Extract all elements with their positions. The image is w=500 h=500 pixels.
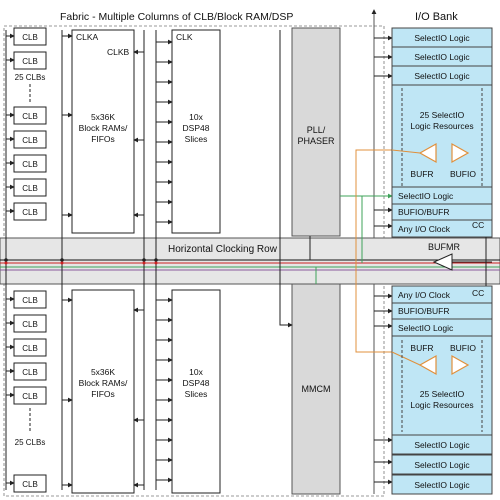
clb-label: CLB: [22, 368, 38, 377]
clb-count-label: 25 CLBs: [15, 438, 46, 447]
dsp-line-2: DSP48: [183, 123, 210, 133]
block-ram-top: [71, 29, 135, 234]
dsp-top: [171, 29, 221, 234]
clka-label: CLKA: [76, 32, 99, 42]
resources-line-1: 25 SelectIO: [420, 110, 465, 120]
selectio-logic-label: SelectIO Logic: [414, 33, 470, 43]
clkb-label: CLKB: [107, 47, 130, 57]
selectio-logic-cell: [391, 65, 493, 86]
clb-label: CLB: [22, 392, 38, 401]
dsp-bottom: [171, 289, 221, 494]
dsp-line-3: Slices: [185, 389, 208, 399]
bufio-buffer-icon: [451, 354, 470, 376]
bufr-buffer-icon: [418, 142, 437, 164]
mmcm-block: [291, 283, 341, 495]
clock-row-junctions: [4, 258, 158, 265]
selectio-logic-cell: [391, 474, 493, 495]
io-bank-title: I/O Bank: [415, 11, 458, 23]
selectio-logic-label: SelectIO Logic: [414, 52, 470, 62]
bufr-orange-route: [355, 149, 392, 353]
horizontal-clocking-row: [0, 237, 500, 285]
pll-line-1: PLL/: [307, 125, 326, 135]
clb-label: CLB: [22, 57, 38, 66]
clb-column-top: CLB CLB 25 CLBs CLB CLB CLB CLB CLB: [13, 27, 47, 221]
any-io-clock-cell: [391, 219, 493, 238]
clb-label: CLB: [22, 184, 38, 193]
dsp-line-2: DSP48: [183, 378, 210, 388]
io-bank-taps: [374, 35, 393, 485]
bufr-input: [391, 351, 421, 366]
bufio-bufr-label: BUFIO/BUFR: [398, 306, 449, 316]
dsp-line-1: 10x: [189, 112, 203, 122]
selectio-logic-label: SelectIO Logic: [398, 191, 454, 201]
selectio-logic-label: SelectIO Logic: [398, 323, 454, 333]
bram-clock-taps: [62, 33, 144, 488]
resources-line-2: Logic Resources: [410, 400, 473, 410]
any-io-clock-label: Any I/O Clock: [398, 290, 451, 300]
clb-label: CLB: [22, 112, 38, 121]
clb-label: CLB: [22, 208, 38, 217]
dsp-line-1: 10x: [189, 367, 203, 377]
selectio-logic-cell: [391, 434, 493, 455]
mmcm-label: MMCM: [302, 384, 331, 394]
pll-phaser-block: [291, 27, 341, 237]
bram-line-1: 5x36K: [91, 112, 115, 122]
selectio-logic-label: SelectIO Logic: [414, 460, 470, 470]
clb-column-bottom: CLB CLB CLB CLB CLB 25 CLBs CLB: [13, 290, 47, 493]
clb-label: CLB: [22, 480, 38, 489]
dsp-clk-label: CLK: [176, 32, 193, 42]
dsp-line-3: Slices: [185, 134, 208, 144]
bufio-label: BUFIO: [450, 343, 476, 353]
clb-count-label: 25 CLBs: [15, 73, 46, 82]
clb-label: CLB: [22, 160, 38, 169]
pll-line-2: PHASER: [297, 136, 335, 146]
bufr-label: BUFR: [410, 169, 433, 179]
any-io-clock-label: Any I/O Clock: [398, 224, 451, 234]
io-bank-bottom: Any I/O Clock CC BUFIO/BUFR SelectIO Log…: [391, 285, 493, 495]
bufio-buffer-icon: [451, 142, 470, 164]
selectio-logic-label: SelectIO Logic: [414, 440, 470, 450]
clb-label: CLB: [22, 320, 38, 329]
fabric-title: Fabric - Multiple Columns of CLB/Block R…: [60, 11, 293, 23]
clb-label: CLB: [22, 136, 38, 145]
bufio-bufr-label: BUFIO/BUFR: [398, 207, 449, 217]
bram-line-3: FIFOs: [91, 134, 115, 144]
bram-line-3: FIFOs: [91, 389, 115, 399]
clocking-row-label: Horizontal Clocking Row: [168, 244, 278, 255]
selectio-logic-label: SelectIO Logic: [414, 480, 470, 490]
block-ram-bottom: [71, 289, 135, 494]
bufr-input: [391, 149, 421, 154]
clb-label: CLB: [22, 344, 38, 353]
bufr-label: BUFR: [410, 343, 433, 353]
bufio-label: BUFIO: [450, 169, 476, 179]
bram-line-2: Block RAMs/: [79, 378, 128, 388]
resources-line-1: 25 SelectIO: [420, 389, 465, 399]
bufmr-label: BUFMR: [428, 242, 460, 252]
mmcm-input-route: [279, 30, 293, 328]
clb-label: CLB: [22, 33, 38, 42]
selectio-logic-label: SelectIO Logic: [414, 71, 470, 81]
bufr-buffer-icon: [418, 354, 437, 376]
resources-line-2: Logic Resources: [410, 121, 473, 131]
selectio-logic-cell: [391, 454, 493, 475]
dsp-clock-taps: [156, 39, 173, 483]
cc-label: CC: [472, 288, 484, 298]
bram-line-2: Block RAMs/: [79, 123, 128, 133]
cc-label: CC: [472, 220, 484, 230]
io-bank-top: SelectIO Logic SelectIO Logic SelectIO L…: [391, 27, 493, 238]
clb-label: CLB: [22, 296, 38, 305]
clb-clock-taps: [6, 33, 15, 486]
bram-line-1: 5x36K: [91, 367, 115, 377]
selectio-logic-cell: [391, 318, 493, 337]
